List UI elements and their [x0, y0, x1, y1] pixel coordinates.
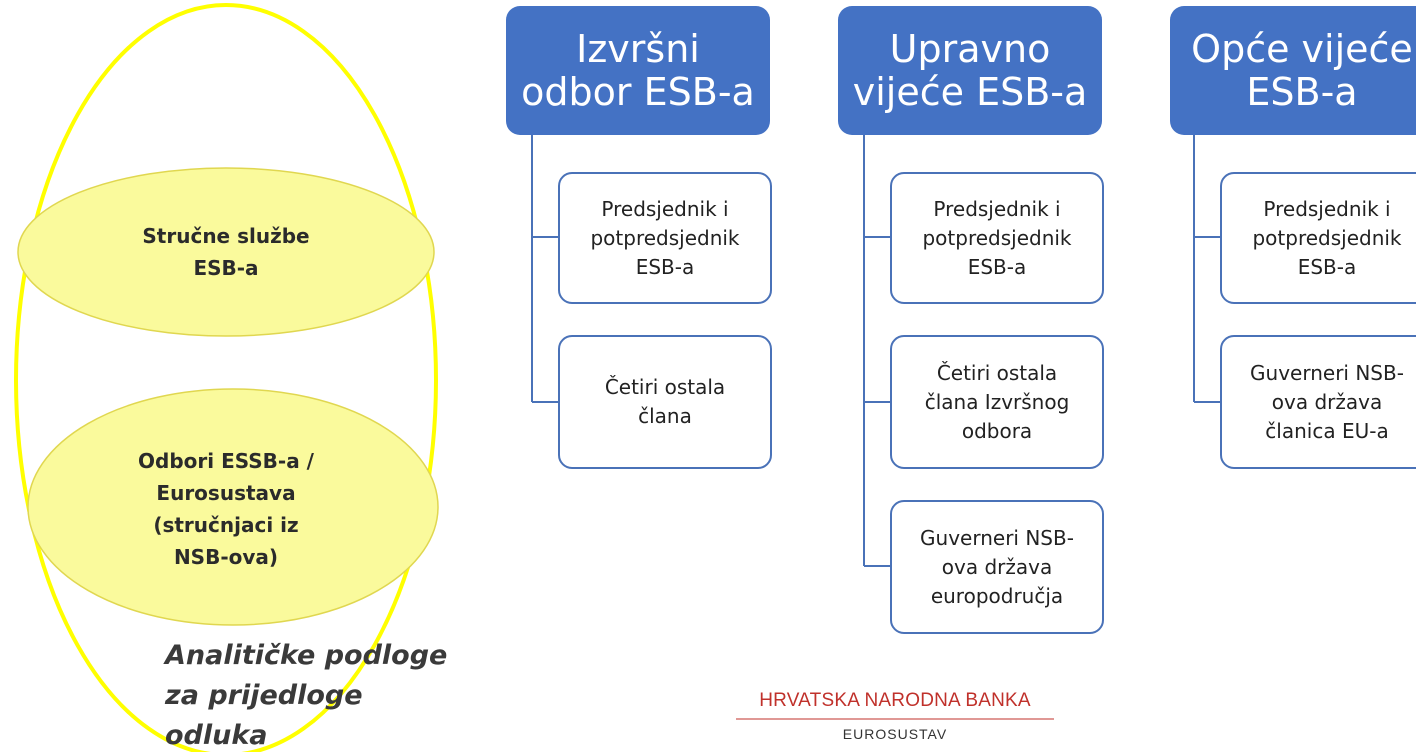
child-izvrsni-cetiri-clana: Četiri ostala člana: [558, 335, 772, 469]
child-upravno-guverneri: Guverneri NSB- ova država europodručja: [890, 500, 1104, 634]
analiticke-podloge-note: Analitičke podloge za prijedloge odluka: [165, 640, 448, 751]
bubble-strucne-sluzbe: Stručne službe ESB-a: [142, 224, 310, 280]
brand-name: HRVATSKA NARODNA BANKA: [759, 690, 1031, 711]
connectors-column-2: [863, 135, 890, 567]
connectors-column-1: [531, 135, 558, 403]
child-opce-guverneri: Guverneri NSB- ova država članica EU-a: [1220, 335, 1416, 469]
bubble-2-shape: [27, 388, 439, 626]
child-upravno-cetiri-clana: Četiri ostala člana Izvršnog odbora: [890, 335, 1104, 469]
bubble-odbori-essb: Odbori ESSB-a / Eurosustava (stručnjaci …: [138, 449, 314, 569]
header-izvrsni-odbor: Izvršni odbor ESB-a: [506, 6, 770, 135]
outer-ellipse: [14, 3, 438, 752]
child-opce-predsjednik: Predsjednik i potpredsjednik ESB-a: [1220, 172, 1416, 304]
brand-sub: EUROSUSTAV: [842, 726, 948, 742]
header-opce-vijece: Opće vijeće ESB-a: [1170, 6, 1416, 135]
child-upravno-predsjednik: Predsjednik i potpredsjednik ESB-a: [890, 172, 1104, 304]
child-izvrsni-predsjednik: Predsjednik i potpredsjednik ESB-a: [558, 172, 772, 304]
connectors-column-3: [1193, 135, 1220, 403]
bubble-1-shape: [17, 167, 435, 337]
header-upravno-vijece: Upravno vijeće ESB-a: [838, 6, 1102, 135]
